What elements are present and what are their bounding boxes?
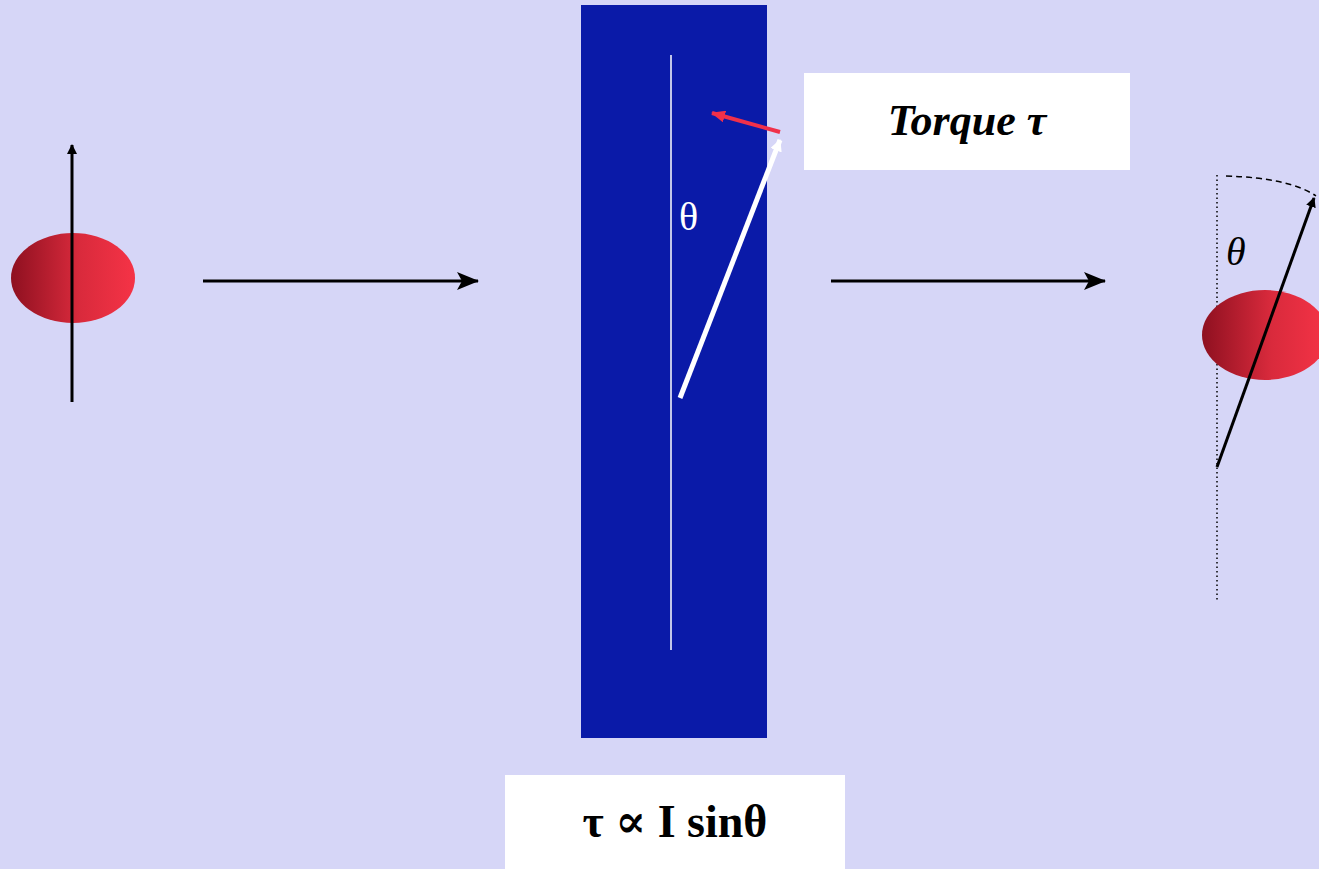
torque-label: Torque τ (888, 97, 1047, 145)
formula-box: τ ∝ I sinθ (505, 775, 845, 869)
particle (1202, 290, 1319, 380)
torque-label-box: Torque τ (804, 73, 1130, 170)
formula: τ ∝ I sinθ (583, 797, 768, 848)
flow-arrow (203, 280, 478, 283)
field-line (670, 55, 672, 650)
spin-arrow (71, 145, 74, 402)
angle-arc (1226, 176, 1316, 196)
flow-arrow (831, 280, 1105, 283)
reference-line (1216, 175, 1218, 600)
angle-label: θ (679, 195, 698, 239)
moment-arrow (680, 140, 780, 398)
magnet-slab: θ (581, 5, 767, 738)
slab-drawing (581, 5, 767, 738)
spin-arrow (1217, 198, 1314, 467)
torque-arrow (712, 113, 780, 132)
angle-label: θ (1226, 230, 1246, 274)
